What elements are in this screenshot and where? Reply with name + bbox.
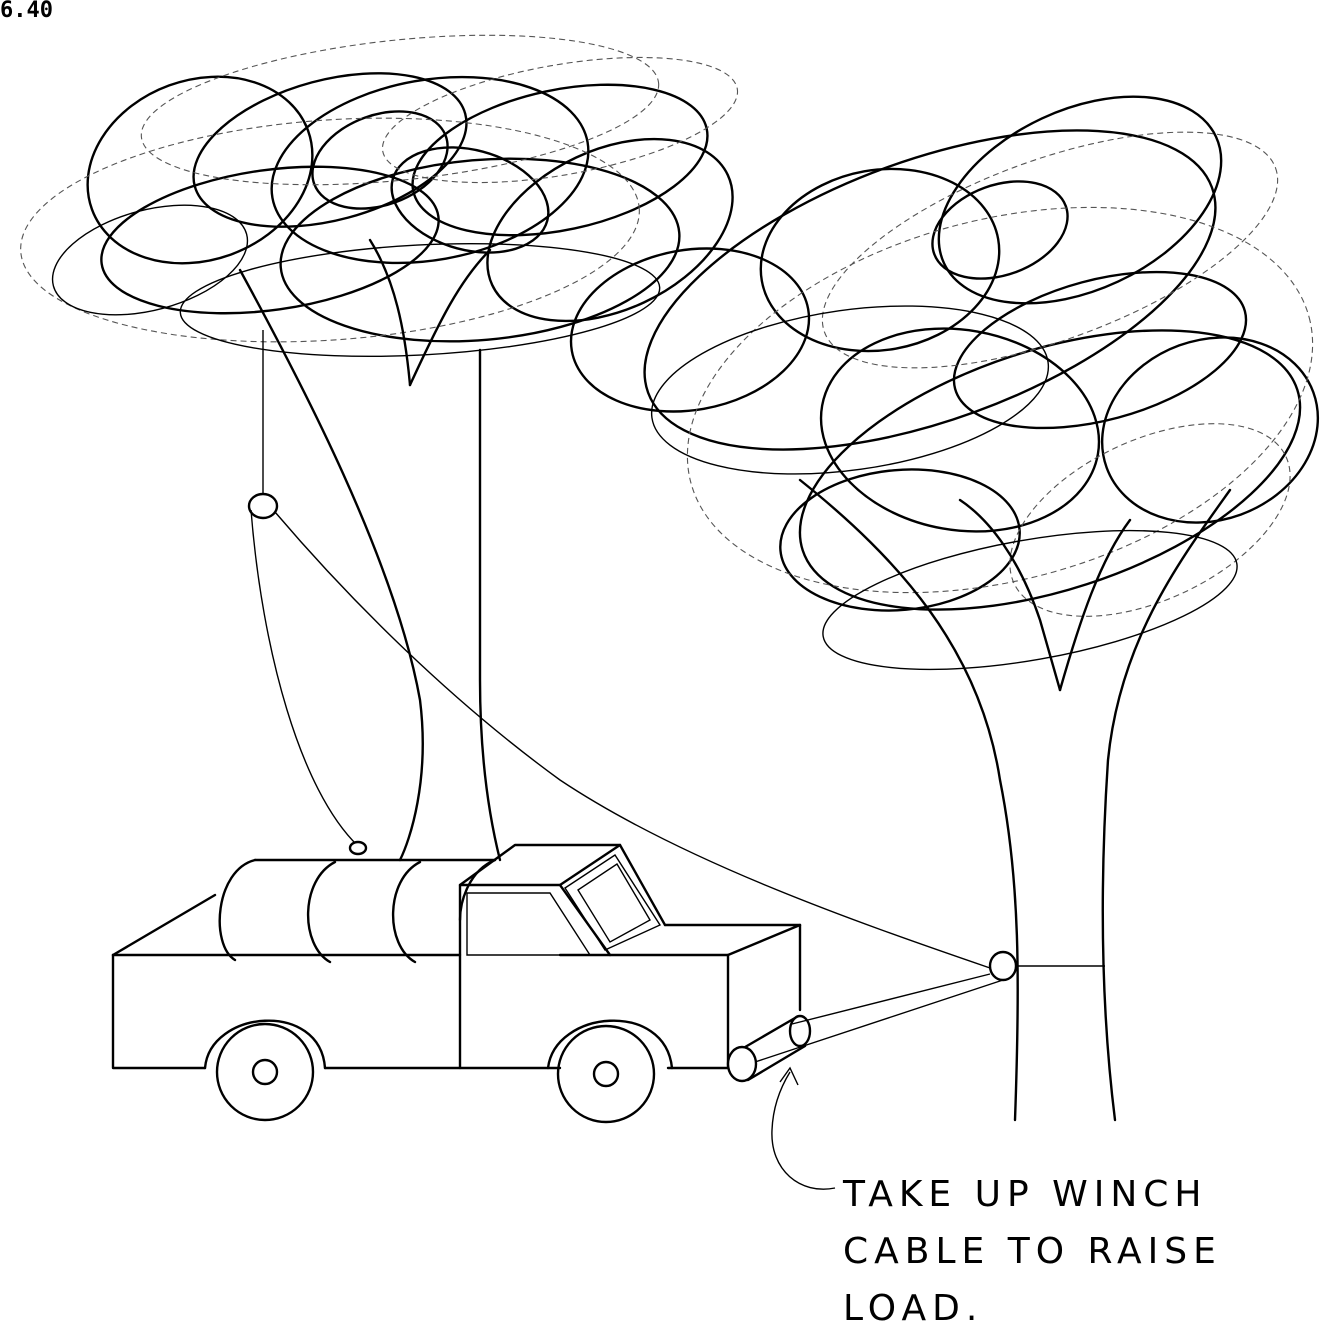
tree-pulley-icon [990,952,1016,980]
left-tree-canopy [13,13,762,367]
pickup-truck-icon [113,845,800,1122]
caption-line-2: CABLE TO RAISE [843,1231,1222,1272]
arrow-icon [772,1068,835,1189]
upper-pulley-rigging [249,330,990,968]
caption-line-1: TAKE UP WINCH [843,1174,1207,1215]
upper-pulley-icon [249,494,277,518]
tree-pulley-rigging [755,952,1105,1062]
right-tree-trunk [800,480,1230,1120]
caption-line-3: LOAD. [843,1288,983,1329]
right-tree-canopy [558,55,1334,696]
winch-instruction-label: TAKE UP WINCH CABLE TO RAISE LOAD. [843,1166,1222,1337]
